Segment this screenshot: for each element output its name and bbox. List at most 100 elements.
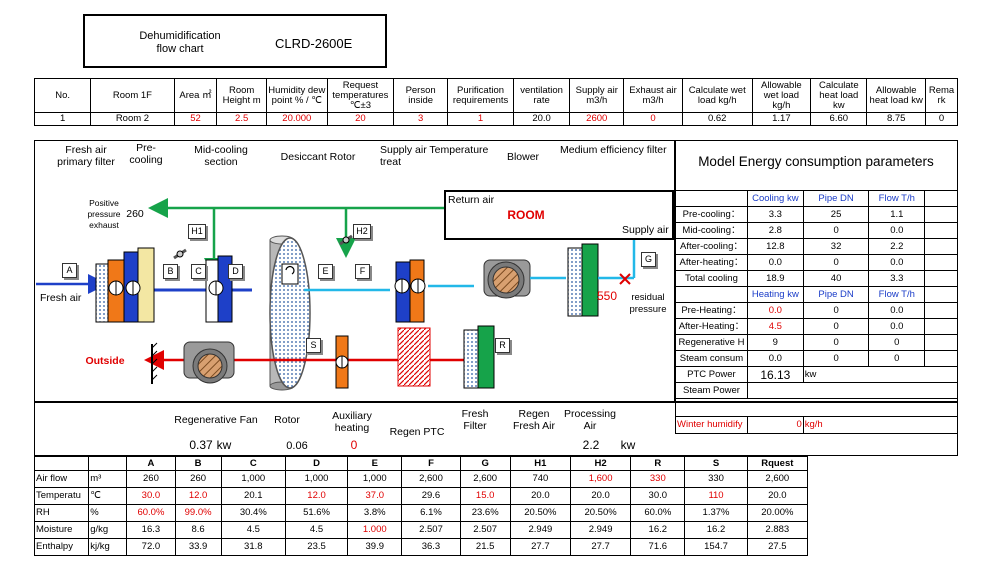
cool-label: Pre-cooling： bbox=[675, 206, 748, 223]
cool-label: Total cooling bbox=[675, 270, 748, 287]
state-cell: 110 bbox=[684, 487, 748, 505]
spec-cell: 2600 bbox=[569, 112, 625, 126]
regen-ptc bbox=[397, 327, 431, 387]
state-blank bbox=[88, 456, 128, 471]
state-col-header: A bbox=[126, 456, 176, 471]
spec-cell: 1 bbox=[447, 112, 514, 126]
cool-flow: 2.2 bbox=[868, 238, 926, 255]
cool-header: Cooling kw bbox=[746, 190, 804, 207]
cool-header: Flow T/h bbox=[868, 190, 926, 207]
cool-label: After-heating： bbox=[675, 254, 748, 271]
state-col-header: D bbox=[284, 456, 349, 471]
positive-exhaust-label: Positive pressure exhaust bbox=[87, 198, 121, 230]
spec-header: Room Height m bbox=[216, 78, 267, 113]
cool-kw: 18.9 bbox=[746, 270, 804, 287]
state-cell: 4.5 bbox=[220, 521, 286, 539]
state-cell: 20.50% bbox=[509, 504, 571, 522]
state-blank bbox=[33, 456, 90, 471]
energy-blank bbox=[675, 286, 748, 303]
state-cell: 2,600 bbox=[746, 470, 809, 488]
state-cell: 30.4% bbox=[220, 504, 286, 522]
cool-kw: 12.8 bbox=[746, 238, 804, 255]
residual-label: residual pressure bbox=[629, 292, 667, 315]
spec-cell: Room 2 bbox=[90, 112, 175, 126]
heat-flow: 0 bbox=[868, 334, 926, 351]
heat-dn: 0 bbox=[802, 334, 870, 351]
state-cell: 1,000 bbox=[284, 470, 349, 488]
state-cell: 31.8 bbox=[220, 538, 286, 556]
state-row-unit: % bbox=[88, 504, 128, 522]
spec-header: No. bbox=[33, 78, 92, 113]
section-fresh-filter: Fresh air primary filter bbox=[57, 144, 115, 168]
spec-cell: 3 bbox=[393, 112, 449, 126]
energy-blank bbox=[924, 222, 958, 239]
energy-blank bbox=[924, 318, 958, 335]
state-cell: 29.6 bbox=[401, 487, 461, 505]
state-col-header: E bbox=[347, 456, 403, 471]
state-cell: 51.6% bbox=[284, 504, 349, 522]
heat-dn: 0 bbox=[802, 302, 870, 319]
room-box: Return air ROOM bbox=[444, 190, 674, 240]
point-b: B bbox=[163, 264, 178, 279]
state-cell: 23.6% bbox=[459, 504, 511, 522]
spec-cell: 1.17 bbox=[751, 112, 812, 126]
ptc-label: PTC Power bbox=[675, 366, 748, 383]
spec-header: Rema rk bbox=[925, 78, 958, 113]
state-cell: 33.9 bbox=[174, 538, 222, 556]
energy-title: Model Energy consumption parameters bbox=[698, 154, 934, 169]
state-col-header: R bbox=[630, 456, 686, 471]
state-cell: 21.5 bbox=[459, 538, 511, 556]
spec-cell: 0 bbox=[925, 112, 958, 126]
point-d: D bbox=[228, 264, 243, 279]
point-c: C bbox=[191, 264, 206, 279]
state-cell: 27.7 bbox=[569, 538, 632, 556]
state-cell: 36.3 bbox=[401, 538, 461, 556]
state-cell: 20.1 bbox=[220, 487, 286, 505]
point-r: R bbox=[495, 338, 510, 353]
state-col-header: C bbox=[220, 456, 286, 471]
point-h2: H2 bbox=[353, 224, 371, 239]
state-cell: 30.0 bbox=[126, 487, 176, 505]
cool-dn: 25 bbox=[802, 206, 870, 223]
state-cell: 1.000 bbox=[347, 521, 403, 539]
state-col-header: H1 bbox=[509, 456, 571, 471]
supply-blower-icon bbox=[483, 259, 531, 299]
flow-frame bbox=[34, 140, 675, 402]
spec-header: Request temperatures ℃±3 bbox=[326, 78, 395, 113]
fresh-filter bbox=[95, 263, 109, 323]
medium-filter bbox=[567, 247, 583, 317]
cool-label: After-cooling： bbox=[675, 238, 748, 255]
state-cell: 15.0 bbox=[459, 487, 511, 505]
ptc-value: 16.13 bbox=[746, 366, 804, 383]
power-processing: Processing Air bbox=[564, 408, 616, 432]
cool-dn: 40 bbox=[802, 270, 870, 287]
state-row-name: RH bbox=[33, 504, 90, 522]
supply-value: 550 bbox=[596, 289, 618, 303]
point-a: A bbox=[62, 263, 77, 278]
spec-cell: 0.62 bbox=[681, 112, 753, 126]
state-col-header: H2 bbox=[569, 456, 632, 471]
spec-header: Area ㎡ bbox=[173, 78, 218, 113]
cool-dn: 0 bbox=[802, 222, 870, 239]
section-supply-temp: Supply air Temperature treat bbox=[380, 144, 489, 168]
heat-dn: 0 bbox=[802, 318, 870, 335]
power-regen-fan: Regenerative Fan bbox=[174, 414, 258, 426]
point-g: G bbox=[641, 252, 656, 267]
state-col-header: F bbox=[401, 456, 461, 471]
state-cell: 6.1% bbox=[401, 504, 461, 522]
heat-flow: 0.0 bbox=[868, 302, 926, 319]
spec-header: Humidity dew point % / ℃ bbox=[265, 78, 328, 113]
state-cell: 72.0 bbox=[126, 538, 176, 556]
energy-blank bbox=[924, 190, 958, 207]
state-cell: 20.0 bbox=[569, 487, 632, 505]
heat-label: After-Heating： bbox=[675, 318, 748, 335]
damper-h1-icon bbox=[173, 248, 187, 260]
fresh-air-label: Fresh air bbox=[40, 292, 82, 304]
state-cell: 2,600 bbox=[459, 470, 511, 488]
state-cell: 260 bbox=[126, 470, 176, 488]
spec-cell: 0 bbox=[623, 112, 683, 126]
state-cell: 27.7 bbox=[509, 538, 571, 556]
